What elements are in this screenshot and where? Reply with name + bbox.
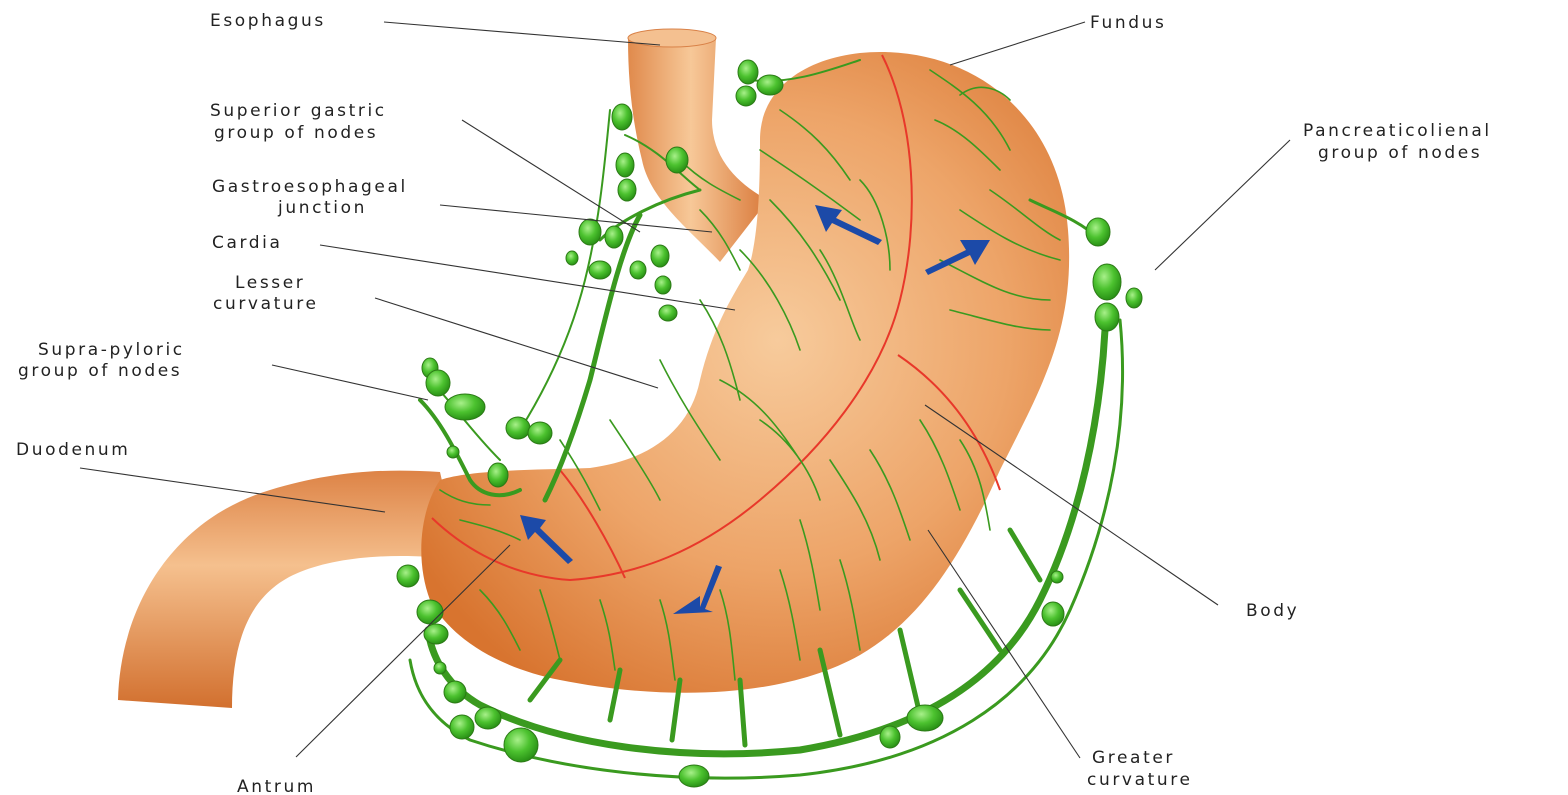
label-superior-gastric-2: group of nodes	[214, 123, 378, 143]
label-esophagus: Esophagus	[210, 11, 326, 31]
label-greater-2: curvature	[1087, 770, 1193, 790]
label-antrum: Antrum	[237, 777, 316, 795]
label-suprapyloric-2: group of nodes	[18, 361, 182, 381]
label-duodenum: Duodenum	[16, 440, 130, 460]
label-superior-gastric-1: Superior gastric	[210, 101, 387, 121]
label-suprapyloric-1: Supra-pyloric	[38, 340, 185, 360]
duodenum-shape	[118, 471, 460, 708]
label-pancreaticolienal-1: Pancreaticolienal	[1303, 121, 1492, 141]
label-pancreaticolienal-2: group of nodes	[1318, 143, 1482, 163]
label-fundus: Fundus	[1090, 13, 1166, 33]
label-lesser-2: curvature	[213, 294, 319, 314]
label-cardia: Cardia	[212, 233, 283, 253]
label-gastroesophageal-2: junction	[277, 198, 367, 218]
label-lesser-1: Lesser	[235, 273, 305, 293]
label-greater-1: Greater	[1092, 748, 1175, 768]
label-body: Body	[1246, 601, 1299, 621]
label-gastroesophageal-1: Gastroesophageal	[212, 177, 408, 197]
